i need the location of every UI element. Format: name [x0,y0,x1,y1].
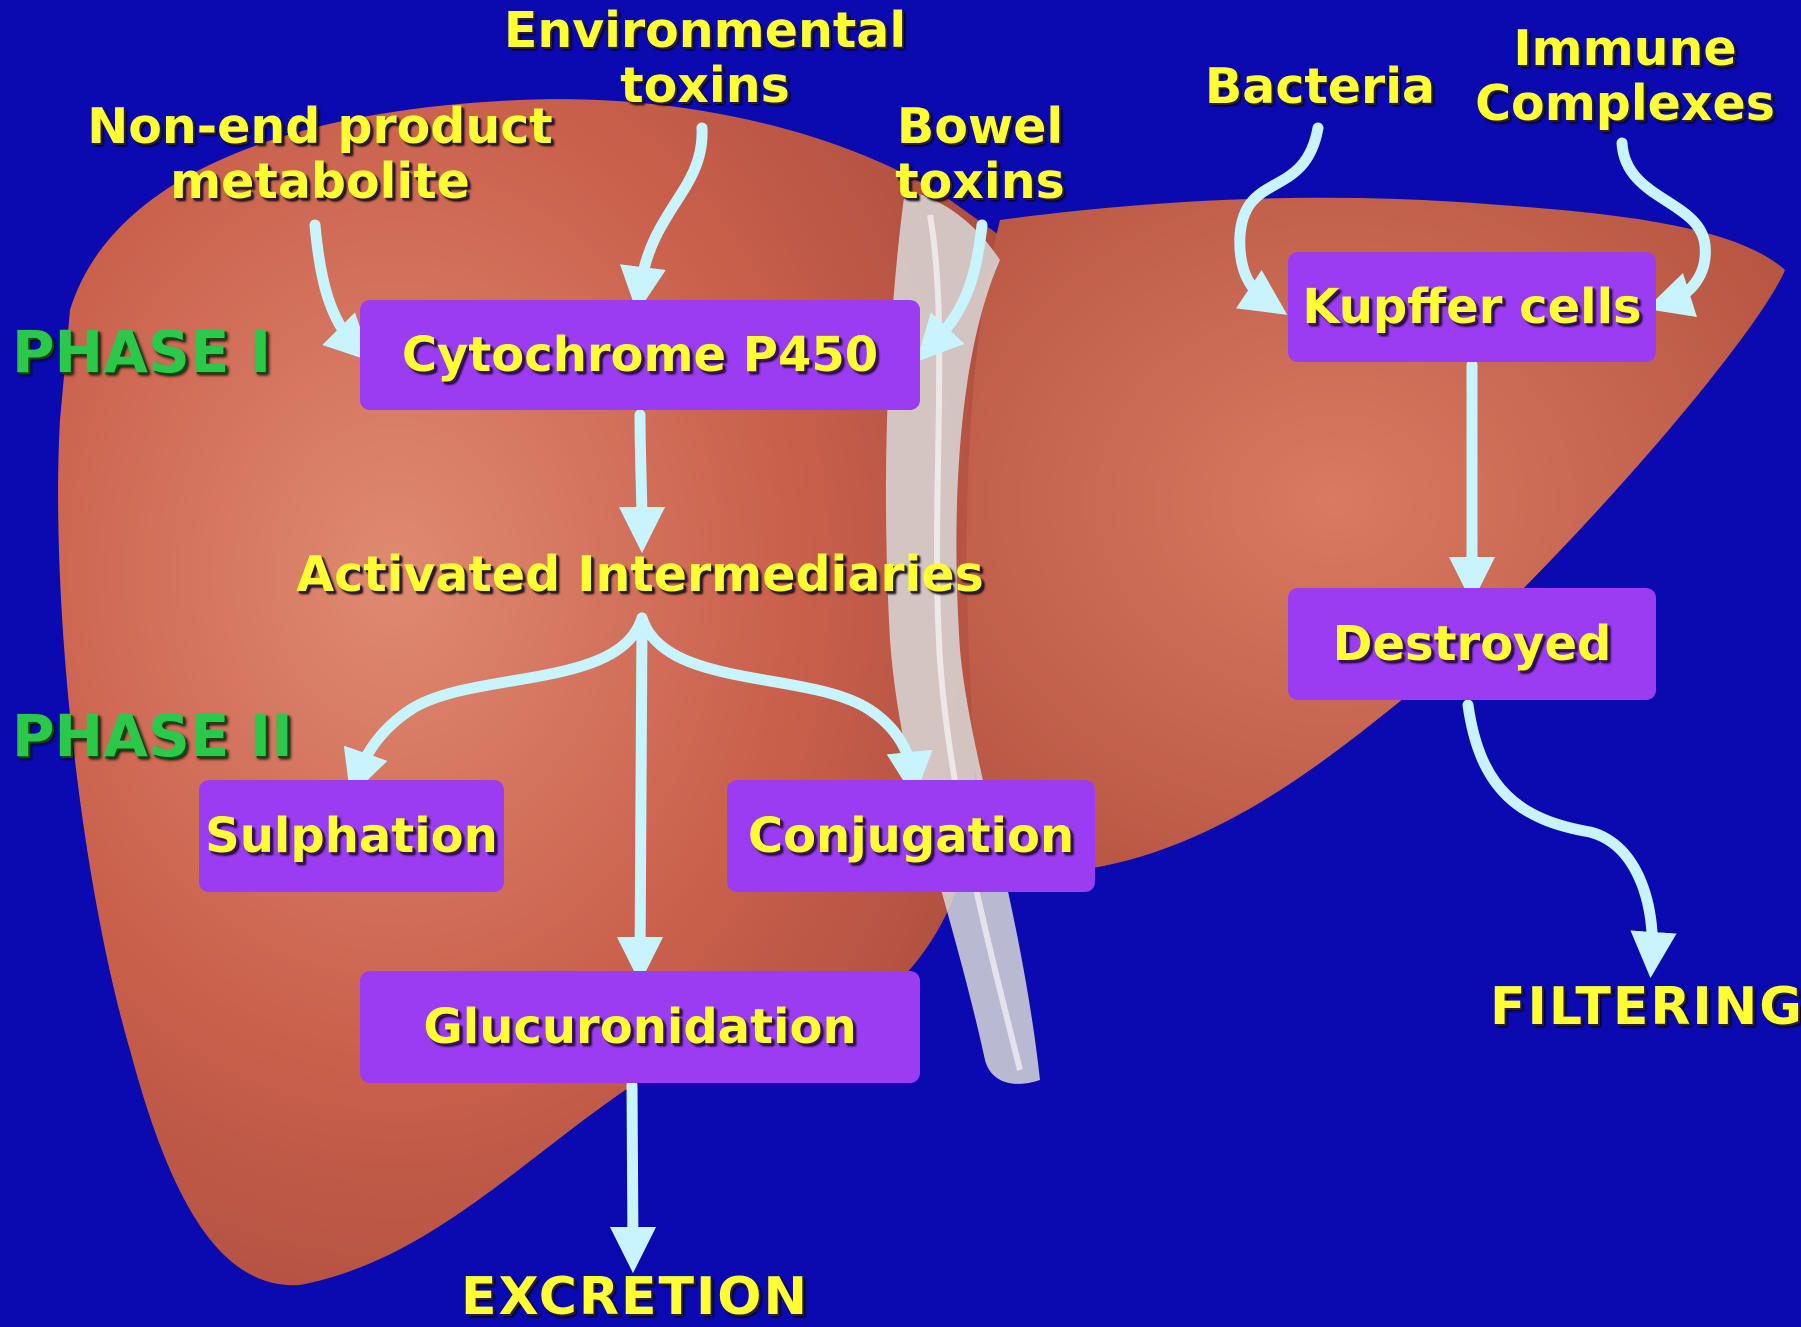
arrow-intermediaries-to-glucuronidation [640,622,642,960]
non-end-product-line1: Non-end product [70,100,570,155]
immune-complexes-line1: Immune [1460,22,1790,77]
excretion-label: EXCRETION [440,1268,830,1326]
bowel-toxins-line2: toxins [860,155,1100,210]
bacteria-label: Bacteria [1195,60,1445,115]
kupffer-cells-box: Kupffer cells [1288,252,1656,362]
non-end-product-label: Non-end product metabolite [70,100,570,210]
bowel-toxins-line1: Bowel [860,100,1100,155]
environmental-toxins-line1: Environmental [480,4,930,59]
cytochrome-p450-box: Cytochrome P450 [360,300,920,410]
non-end-product-line2: metabolite [70,155,570,210]
phase-2-label: PHASE II [12,702,293,770]
conjugation-box: Conjugation [727,780,1095,892]
activated-intermediaries-label: Activated Intermediaries [290,548,990,603]
bowel-toxins-label: Bowel toxins [860,100,1100,210]
liver-left-lobe [58,99,1020,1285]
arrow-glucuronidation-to-excretion [632,1085,633,1250]
glucuronidation-box: Glucuronidation [360,971,920,1083]
destroyed-box: Destroyed [1288,588,1656,700]
arrow-cytochrome-to-intermediaries [640,415,642,530]
phase-1-label: PHASE I [12,318,271,386]
immune-complexes-line2: Complexes [1460,77,1790,132]
sulphation-box: Sulphation [199,780,504,892]
arrow-destroyed-to-filtering [1468,705,1652,955]
immune-complexes-label: Immune Complexes [1460,22,1790,132]
filtering-label: FILTERING [1490,978,1800,1036]
